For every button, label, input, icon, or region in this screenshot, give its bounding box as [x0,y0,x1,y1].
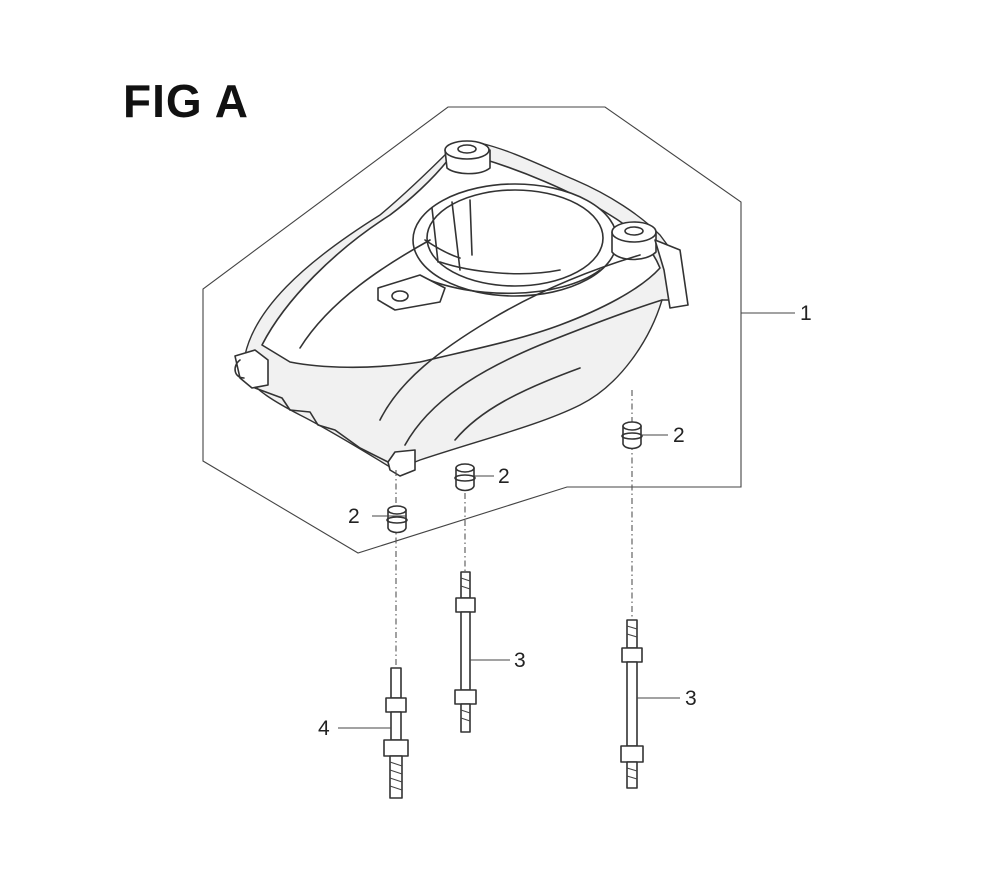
figure-title: FIG A [123,75,249,127]
grommet [454,463,476,492]
assembly-boundary [202,106,742,554]
fan-cover [234,140,689,477]
callout-3: 3 [685,687,697,710]
callout-3: 3 [514,649,526,672]
callout-4: 4 [318,717,330,740]
callout-2: 2 [673,424,685,447]
stud-bolt [620,619,644,789]
stud-bolt [454,571,477,733]
grommet [386,505,408,534]
stud-bolt [383,667,409,799]
callout-1: 1 [800,302,812,325]
grommet [621,421,643,450]
callout-2: 2 [348,505,360,528]
callout-2: 2 [498,465,510,488]
leader-lines [338,312,795,729]
